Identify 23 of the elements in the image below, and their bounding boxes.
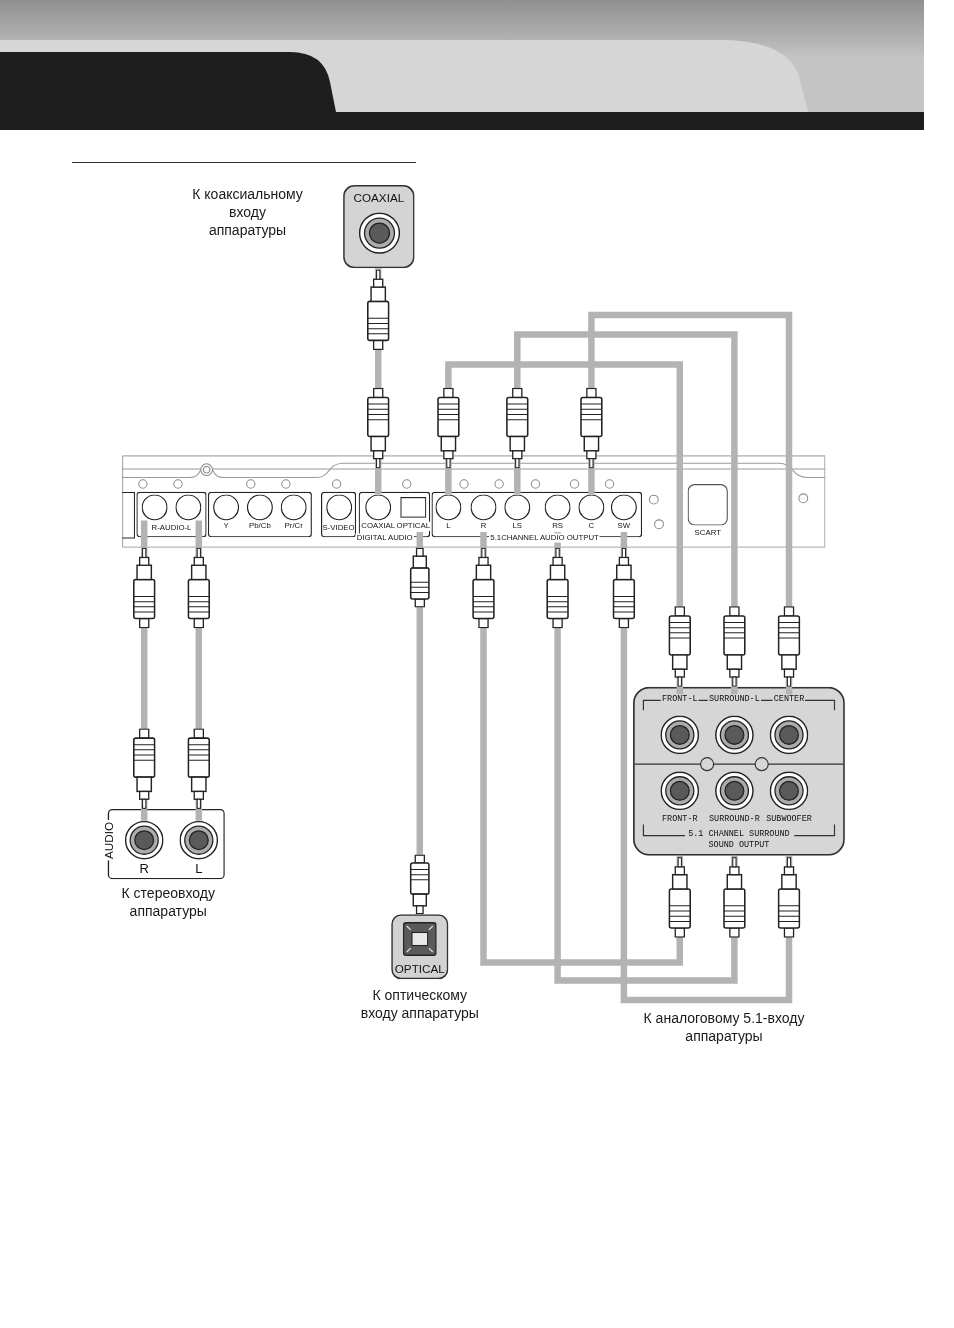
socket-plate [343, 185, 415, 269]
socket-panel [633, 686, 845, 856]
jack-label: L [195, 861, 203, 876]
jack-group-frame [321, 491, 357, 538]
jack-group-frame [207, 491, 312, 538]
cable [445, 361, 684, 695]
jack-group-frame [136, 491, 207, 538]
jack-label: SUBWOOFER [764, 814, 814, 824]
jack-label: SURROUND-R [707, 814, 762, 824]
jack-label: FRONT-L [660, 694, 699, 704]
connection-note: К оптическому входу аппаратуры [359, 985, 480, 1022]
cable [514, 331, 738, 695]
socket-label: COAXIAL [353, 191, 405, 205]
connection-note: К аналоговому 5.1-входу аппаратуры [642, 1009, 806, 1046]
connection-note: К коаксиальному входу аппаратуры [191, 185, 304, 239]
jack-label: R [139, 861, 149, 876]
jack-label: FRONT-R [660, 814, 699, 824]
socket-plate [391, 914, 449, 980]
connection-note: К стереовходу аппаратуры [120, 884, 216, 921]
jack-label: CENTER [772, 694, 806, 704]
socket-label: OPTICAL [394, 962, 445, 976]
cable [588, 311, 793, 695]
jack-label: SURROUND-L [707, 694, 762, 704]
